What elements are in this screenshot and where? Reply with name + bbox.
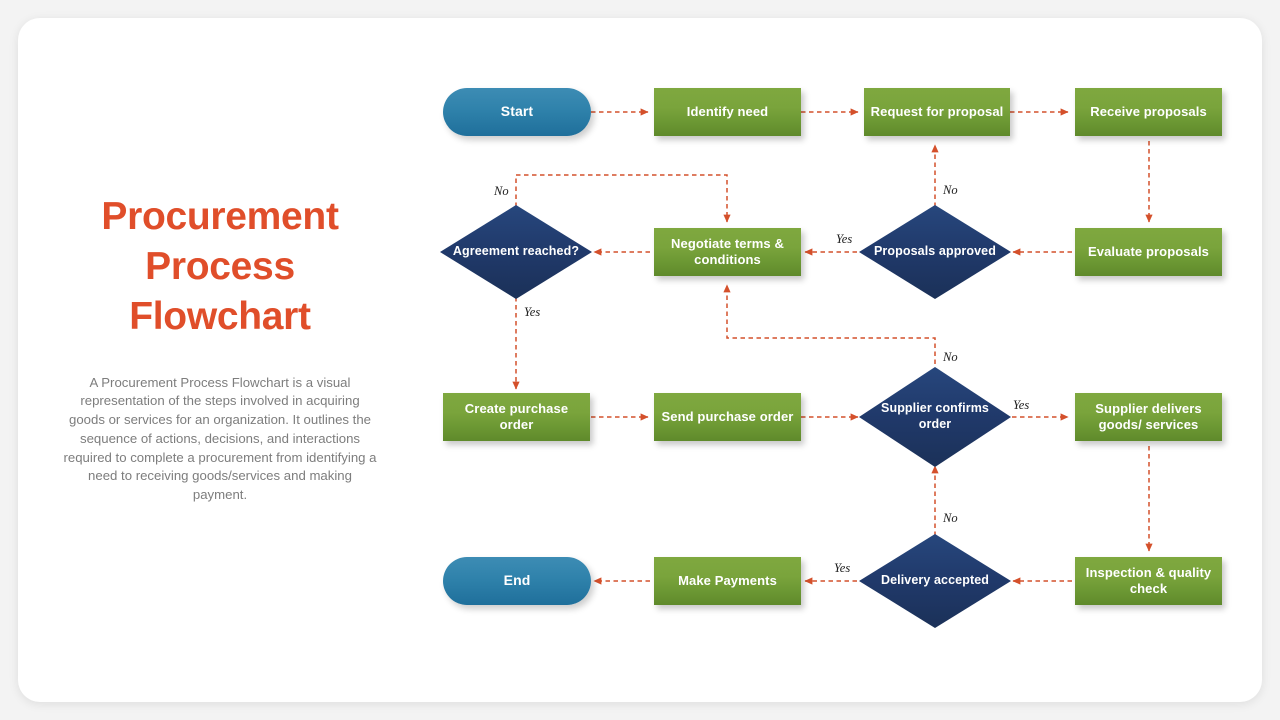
edge-label-agreement-no: No bbox=[494, 184, 509, 198]
node-supplier-confirms-order[interactable]: Supplier confirms order bbox=[859, 367, 1011, 467]
node-delivery-accepted[interactable]: Delivery accepted bbox=[859, 534, 1011, 628]
node-supplier-delivers-label: Supplier delivers goods/ services bbox=[1095, 400, 1202, 432]
node-make-payments-label: Make Payments bbox=[678, 572, 777, 588]
node-start-label: Start bbox=[500, 103, 534, 120]
page-description: A Procurement Process Flowchart is a vis… bbox=[63, 374, 377, 503]
node-evaluate-proposals[interactable]: Evaluate proposals bbox=[1075, 228, 1222, 276]
left-text-panel: Procurement Process Flowchart A Procurem… bbox=[55, 192, 385, 505]
node-proposals-approved-label: Proposals approved bbox=[874, 244, 996, 259]
edge-label-confirms-no: No bbox=[943, 350, 958, 364]
node-end[interactable]: End bbox=[443, 557, 591, 605]
node-end-label: End bbox=[503, 572, 531, 589]
edge-label-delivery-yes: Yes bbox=[834, 561, 851, 575]
node-delivery-accepted-label: Delivery accepted bbox=[880, 573, 989, 588]
node-identify-need-label: Identify need bbox=[686, 103, 769, 119]
node-request-for-proposal[interactable]: Request for proposal bbox=[864, 88, 1010, 136]
node-request-for-proposal-label: Request for proposal bbox=[870, 103, 1004, 119]
node-make-payments[interactable]: Make Payments bbox=[654, 557, 801, 605]
node-evaluate-proposals-label: Evaluate proposals bbox=[1087, 243, 1209, 259]
node-agreement-reached-label: Agreement reached? bbox=[452, 244, 580, 259]
edge-label-approved-no: No bbox=[943, 183, 958, 197]
node-receive-proposals-label: Receive proposals bbox=[1090, 103, 1207, 119]
node-agreement-reached[interactable]: Agreement reached? bbox=[440, 205, 592, 299]
page-title: Procurement Process Flowchart bbox=[101, 195, 339, 338]
node-identify-need[interactable]: Identify need bbox=[654, 88, 801, 136]
node-create-purchase-order-label: Create purchase order bbox=[464, 400, 569, 432]
edge-label-approved-yes: Yes bbox=[836, 232, 853, 246]
node-supplier-confirms-order-label: Supplier confirms order bbox=[881, 401, 989, 431]
slide-card bbox=[18, 18, 1262, 702]
node-proposals-approved[interactable]: Proposals approved bbox=[859, 205, 1011, 299]
edge-label-agreement-yes: Yes bbox=[524, 305, 541, 319]
edge-label-confirms-yes: Yes bbox=[1013, 398, 1030, 412]
node-inspection-quality-check[interactable]: Inspection & quality check bbox=[1075, 557, 1222, 605]
node-supplier-delivers[interactable]: Supplier delivers goods/ services bbox=[1075, 393, 1222, 441]
edge-label-delivery-no: No bbox=[943, 511, 958, 525]
node-receive-proposals[interactable]: Receive proposals bbox=[1075, 88, 1222, 136]
node-send-purchase-order-label: Send purchase order bbox=[661, 408, 794, 424]
node-start[interactable]: Start bbox=[443, 88, 591, 136]
node-send-purchase-order[interactable]: Send purchase order bbox=[654, 393, 801, 441]
node-negotiate-terms[interactable]: Negotiate terms & conditions bbox=[654, 228, 801, 276]
node-inspection-quality-check-label: Inspection & quality check bbox=[1085, 564, 1212, 596]
node-create-purchase-order[interactable]: Create purchase order bbox=[443, 393, 590, 441]
node-negotiate-terms-label: Negotiate terms & conditions bbox=[671, 235, 784, 267]
